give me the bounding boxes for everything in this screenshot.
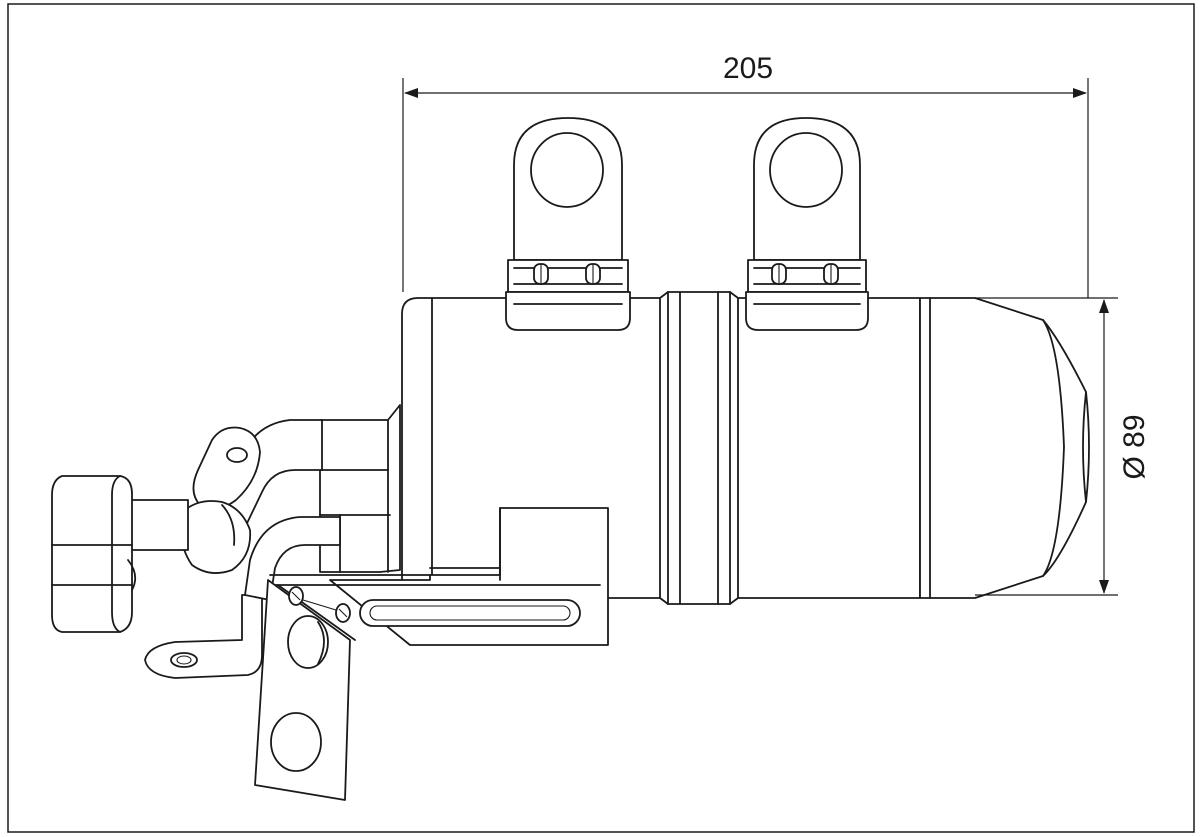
lower-mounting-tab	[144, 594, 263, 679]
length-dimension: 205	[402, 52, 1089, 298]
sight-glass-cap	[51, 475, 189, 633]
diameter-label: Ø 89	[1118, 414, 1151, 479]
length-label: 205	[723, 52, 773, 85]
end-dome	[919, 297, 1090, 599]
mounting-plate	[254, 579, 356, 801]
bolts	[288, 586, 351, 623]
fitting-block	[319, 404, 401, 573]
slotted-bracket	[269, 507, 609, 646]
clamp-left	[505, 117, 631, 331]
weld-seam	[659, 291, 739, 605]
clamp-right	[745, 117, 869, 331]
drawing-frame	[7, 3, 1195, 833]
diameter-dimension: Ø 89	[975, 297, 1151, 596]
lower-pipe	[180, 500, 341, 601]
